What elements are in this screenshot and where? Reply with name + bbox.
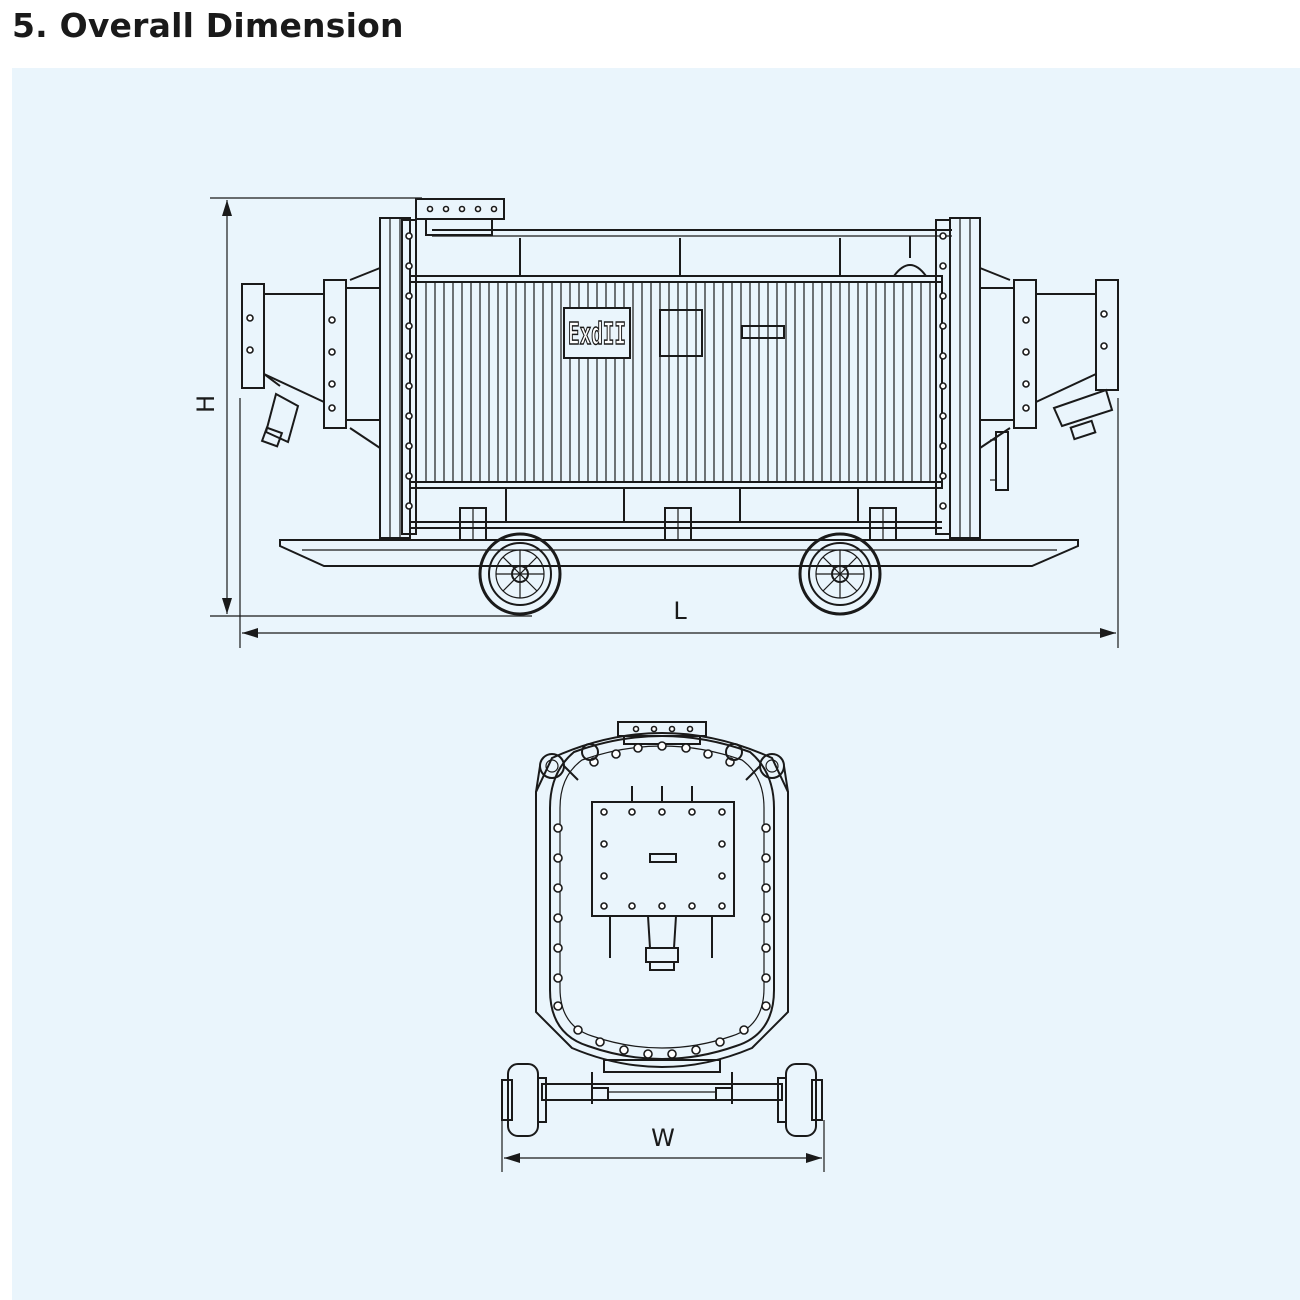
mounting-feet: [459, 507, 897, 541]
length-label: L: [673, 597, 687, 625]
left-cable-box: [241, 279, 381, 448]
cart-base: [279, 539, 1079, 567]
side-wheel-left: [478, 532, 562, 616]
cooling-fins: [425, 282, 931, 482]
rating-plate: [741, 325, 785, 339]
nameplate: ExdII: [563, 307, 631, 359]
side-view: H L: [192, 197, 1119, 648]
nameplate-label: ExdII: [568, 317, 626, 352]
width-dimension: W: [501, 1120, 825, 1172]
height-dimension: H: [192, 197, 532, 617]
end-flange: [549, 735, 775, 1060]
width-label: W: [651, 1124, 675, 1152]
side-wheel-right: [798, 532, 882, 616]
height-label: H: [192, 395, 220, 413]
right-cable-box: [979, 279, 1119, 491]
lifting-lug-right: [745, 753, 789, 793]
end-axle-top: [603, 1059, 721, 1073]
end-flange-bolts: [553, 741, 771, 1059]
length-dimension: L: [239, 398, 1119, 648]
dimension-drawing: H L: [12, 68, 1300, 1300]
page-title: 5. Overall Dimension: [12, 6, 404, 45]
end-axle: [541, 1083, 783, 1101]
end-cable-gland: [609, 915, 713, 971]
diagram-panel: H L: [12, 68, 1300, 1300]
lifting-lug-left: [535, 753, 579, 793]
panel-background: [12, 68, 1300, 1300]
end-wheel-right: [777, 1063, 823, 1137]
inspection-window: [659, 309, 703, 357]
end-wheel-left: [501, 1063, 547, 1137]
top-junction-box: [415, 198, 505, 236]
end-view: W: [501, 721, 825, 1172]
